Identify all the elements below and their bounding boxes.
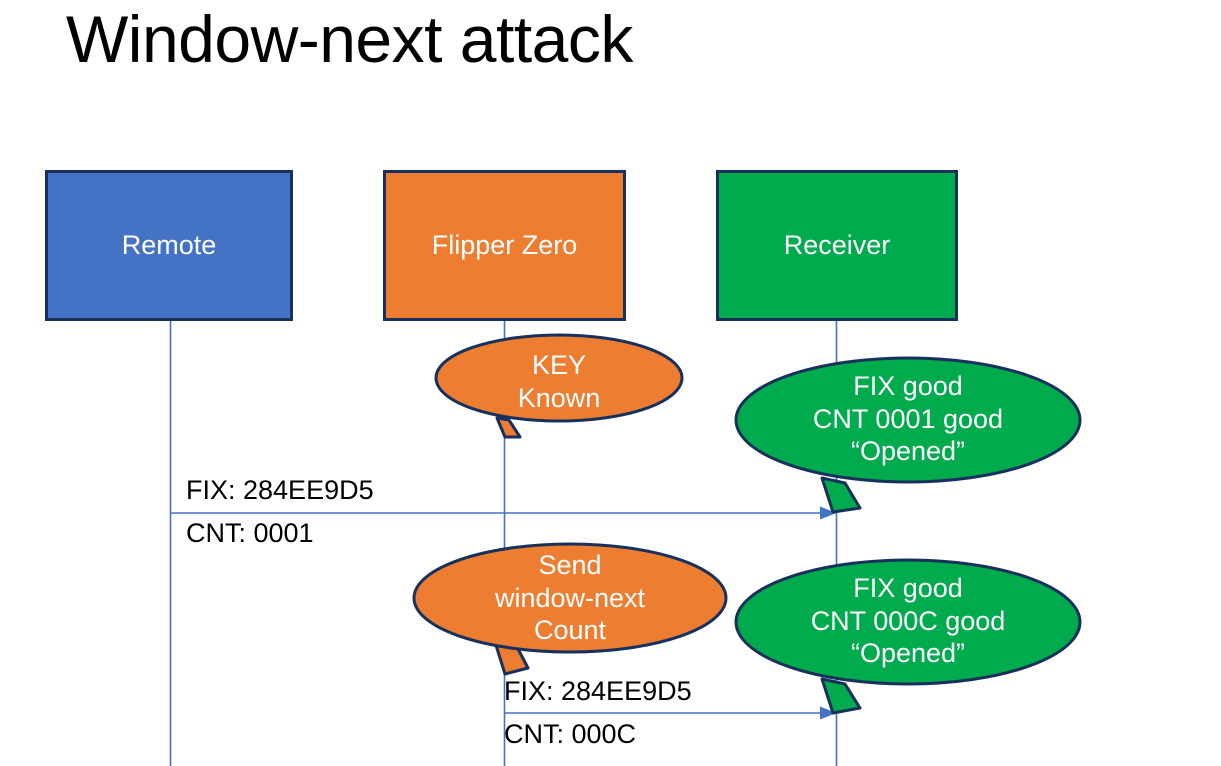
message-arrow-2	[504, 706, 837, 720]
message-2-label-above: FIX: 284EE9D5	[504, 676, 692, 706]
actor-label-flipper: Flipper Zero	[431, 229, 578, 260]
actor-label-receiver: Receiver	[783, 229, 891, 260]
callout-receiver-ack-1	[734, 356, 1082, 514]
actor-box-receiver[interactable]: Receiver	[716, 170, 958, 321]
callout-receiver-ack-2	[734, 558, 1082, 715]
callout-send-window-next	[412, 542, 728, 676]
actor-label-remote: Remote	[121, 229, 217, 260]
message-1-label-above: FIX: 284EE9D5	[186, 475, 374, 505]
page-title: Window-next attack	[66, 2, 633, 76]
callout-key-known	[434, 333, 684, 439]
message-1-label-below: CNT: 0001	[186, 518, 314, 548]
actor-box-remote[interactable]: Remote	[45, 170, 293, 321]
message-arrow-1	[170, 506, 837, 520]
actor-box-flipper[interactable]: Flipper Zero	[383, 170, 626, 321]
message-2-label-below: CNT: 000C	[504, 719, 637, 749]
